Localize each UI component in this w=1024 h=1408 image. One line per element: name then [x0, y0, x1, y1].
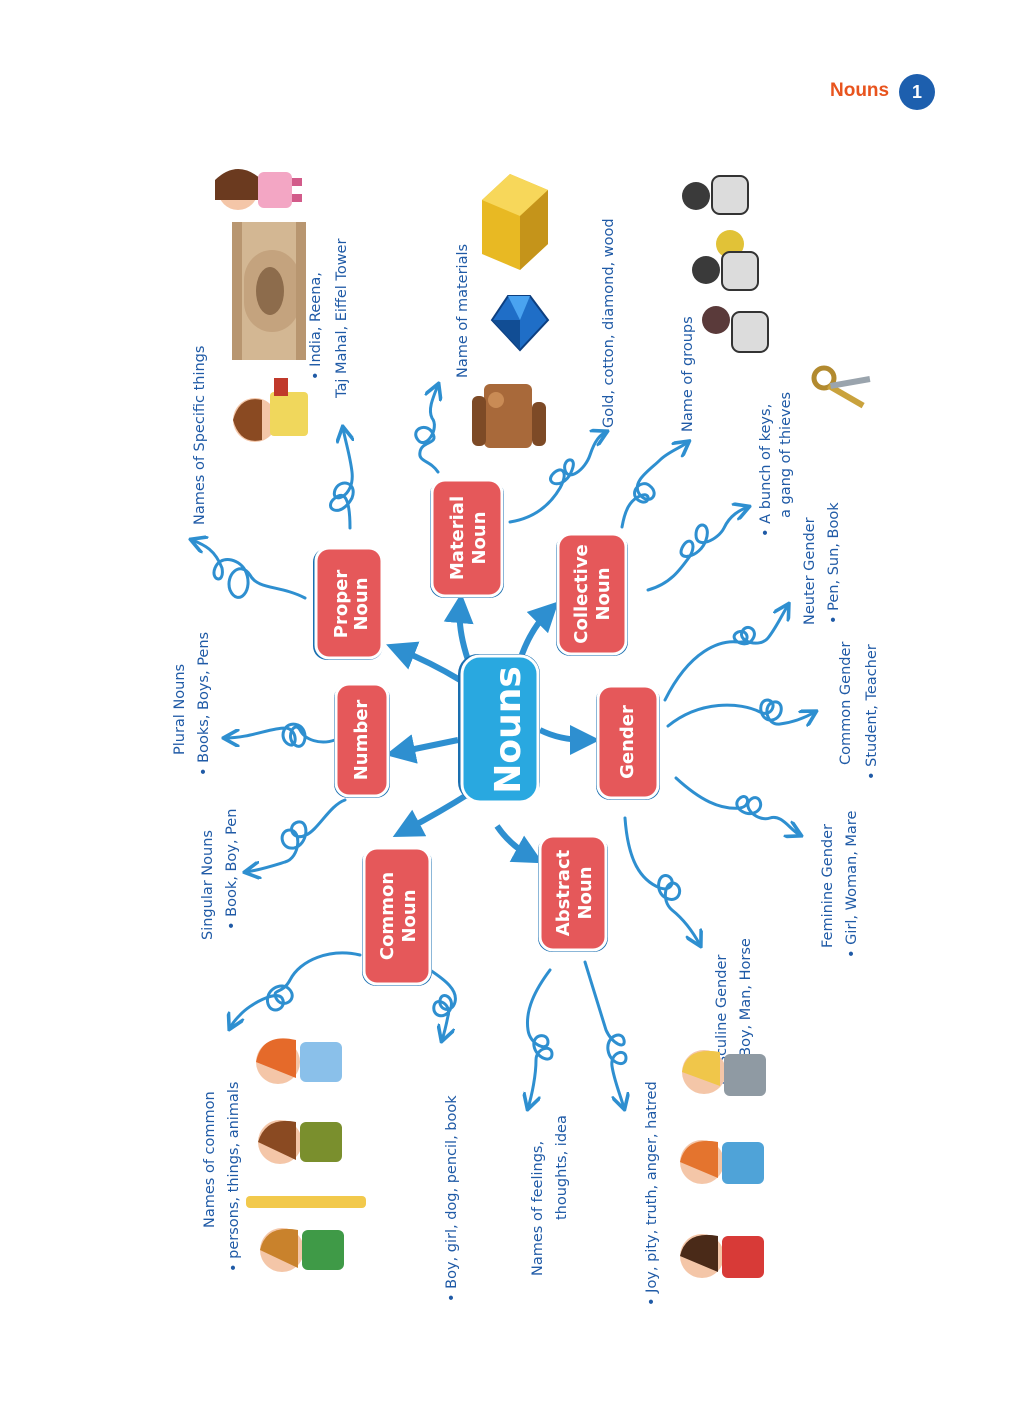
- material-line2: Noun: [469, 511, 490, 564]
- branch-masculine: [623, 816, 700, 945]
- note-feminine-ex: • Girl, Woman, Mare: [844, 811, 860, 958]
- collective-line2: Noun: [593, 567, 614, 620]
- gender-line1: Gender: [617, 705, 638, 779]
- branch-lines: [192, 385, 815, 1108]
- branch-material-def: [414, 385, 438, 474]
- branch-proper-def: [192, 540, 307, 600]
- note-material-def: Name of materials: [455, 244, 471, 378]
- note-proper-def: Names of Specific things: [192, 346, 208, 525]
- note-abstract-def2: thoughts, idea: [554, 1115, 570, 1220]
- note-plural-title: Plural Nouns: [172, 664, 188, 755]
- note-common-def1: Names of common: [202, 1091, 218, 1228]
- arrow-to-collective: [517, 601, 559, 661]
- node-material-noun: Material Noun: [430, 478, 504, 598]
- branch-singular: [246, 798, 347, 872]
- note-collective-def: Name of groups: [680, 316, 696, 432]
- node-common-noun: Common Noun: [362, 846, 432, 986]
- branch-collective-ex: [646, 507, 748, 592]
- collective-line1: Collective: [571, 544, 592, 644]
- common-line1: Common: [377, 872, 398, 960]
- note-abstract-def1: Names of feelings,: [530, 1141, 546, 1276]
- arrow-to-proper: [386, 641, 462, 683]
- branch-material-ex: [508, 432, 606, 524]
- arrow-to-common: [392, 790, 472, 838]
- node-gender: Gender: [596, 684, 660, 800]
- arrow-to-material: [443, 593, 474, 661]
- branch-common-gender: [666, 698, 815, 728]
- branch-neuter: [663, 605, 788, 702]
- illustration-thieves: [682, 175, 769, 353]
- branch-plural: [225, 722, 337, 748]
- branch-proper-ex: [329, 428, 355, 530]
- center-label: Nouns: [488, 666, 529, 794]
- note-singular-title: Singular Nouns: [200, 830, 216, 940]
- illustration-children-common: [246, 1038, 366, 1272]
- note-proper-ex2: Taj Mahal, Eiffel Tower: [334, 239, 350, 399]
- note-collective-ex1: • A bunch of keys,: [758, 404, 774, 537]
- note-neuter-title: Neuter Gender: [802, 517, 818, 625]
- branch-common-def: [230, 951, 362, 1028]
- note-common-def2: • persons, things, animals: [226, 1082, 242, 1272]
- node-abstract-noun: Abstract Noun: [538, 834, 608, 952]
- note-abstract-ex: • Joy, pity, truth, anger, hatred: [644, 1081, 660, 1306]
- arrow-to-abstract: [494, 824, 544, 864]
- branch-abstract-ex: [583, 960, 626, 1108]
- illustration-keys: [811, 365, 871, 409]
- note-collective-ex2: a gang of thieves: [778, 392, 794, 518]
- common-line2: Noun: [399, 889, 420, 942]
- illustration-wood: [472, 384, 546, 448]
- illustration-boy-reading: [233, 378, 308, 442]
- proper-line2: Noun: [351, 577, 372, 630]
- notes: Names of Specific things • India, Reena,…: [172, 218, 880, 1306]
- material-line1: Material: [447, 496, 468, 580]
- note-plural-ex: • Books, Boys, Pens: [196, 632, 212, 776]
- illustration-girl-proper: [215, 169, 302, 210]
- branch-abstract-def: [527, 968, 554, 1108]
- note-masculine-ex: • Boy, Man, Horse: [738, 938, 754, 1070]
- abstract-line2: Noun: [575, 866, 596, 919]
- note-common-gender-ex: • Student, Teacher: [864, 644, 880, 780]
- branch-feminine: [674, 776, 800, 835]
- center-node: Nouns: [458, 654, 540, 804]
- illustration-boys-abstract: [680, 1050, 766, 1278]
- note-neuter-ex: • Pen, Sun, Book: [826, 502, 842, 624]
- illustration-taj-mahal: [232, 222, 306, 360]
- arrow-to-gender: [538, 724, 600, 755]
- page-section-title: Nouns: [830, 80, 890, 101]
- note-material-ex: Gold, cotton, diamond, wood: [601, 218, 617, 428]
- illustration-diamond: [490, 295, 550, 352]
- illustration-gold-bars: [482, 174, 548, 270]
- branch-common-ex: [428, 968, 457, 1040]
- node-proper-noun: Proper Noun: [313, 546, 384, 660]
- node-collective-noun: Collective Noun: [556, 532, 628, 656]
- page-number-badge: 1: [899, 74, 935, 110]
- note-singular-ex: • Book, Boy, Pen: [224, 809, 240, 930]
- note-common-ex: • Boy, girl, dog, pencil, book: [444, 1095, 460, 1302]
- proper-line1: Proper: [331, 570, 352, 639]
- abstract-line1: Abstract: [553, 849, 574, 936]
- number-line1: Number: [351, 700, 372, 781]
- branch-collective-def: [620, 442, 688, 529]
- note-feminine-title: Feminine Gender: [820, 824, 836, 948]
- arrow-to-number: [385, 734, 459, 764]
- node-number: Number: [334, 682, 390, 798]
- note-common-gender-title: Common Gender: [838, 642, 854, 765]
- note-proper-ex1: • India, Reena,: [308, 272, 324, 380]
